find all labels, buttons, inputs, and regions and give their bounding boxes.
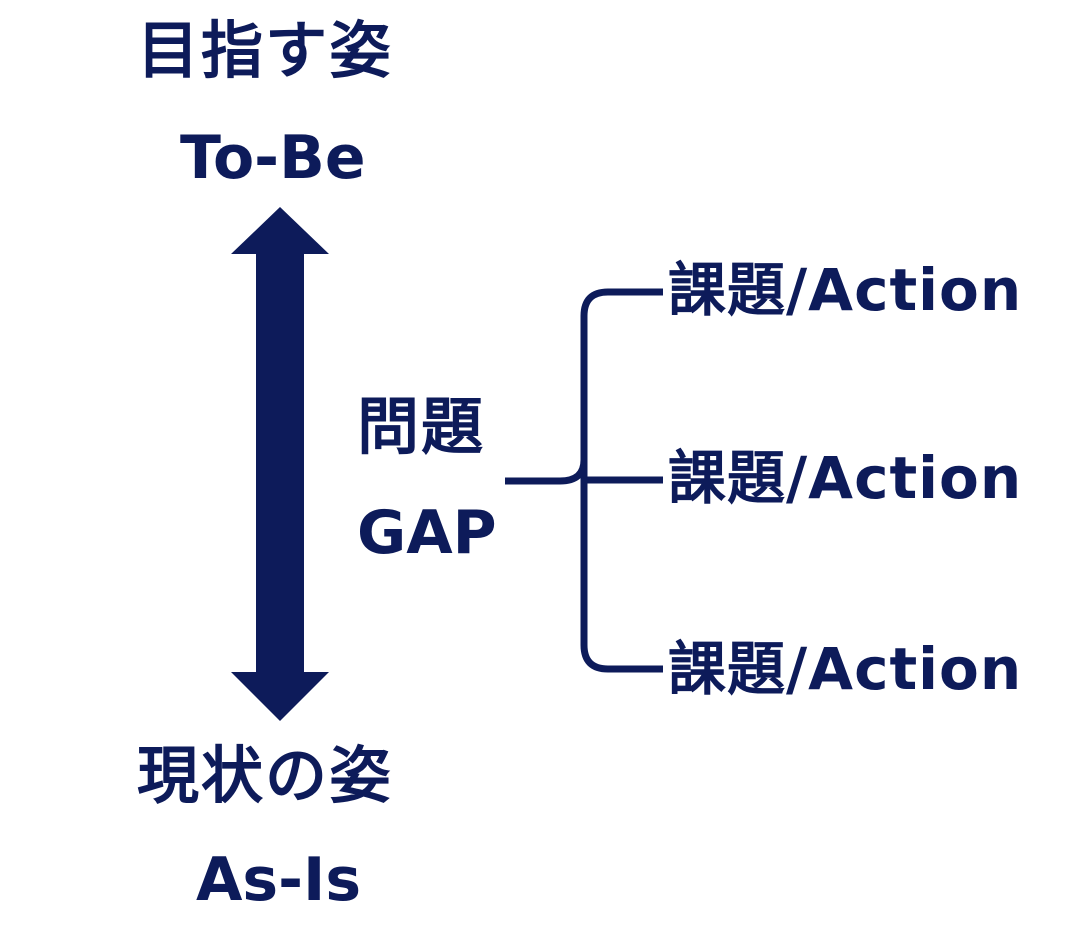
- bracket-spine-upper: [580, 288, 663, 460]
- to-be-label-en: To-Be: [180, 123, 366, 193]
- task-item-2: 課題/Action: [668, 444, 1023, 512]
- to-be-label-ja: 目指す姿: [137, 14, 394, 87]
- bracket-connector: [505, 288, 663, 673]
- task-item-1: 課題/Action: [668, 256, 1023, 324]
- gap-connector-line: [505, 459, 588, 485]
- gap-label-en: GAP: [357, 498, 497, 568]
- as-is-label-ja: 現状の姿: [137, 739, 394, 812]
- double-arrow-icon: [231, 207, 329, 721]
- bracket-spine-lower: [580, 460, 663, 673]
- task-item-3: 課題/Action: [668, 635, 1023, 703]
- gap-label-ja: 問題: [357, 390, 486, 463]
- as-is-label-en: As-Is: [196, 845, 362, 915]
